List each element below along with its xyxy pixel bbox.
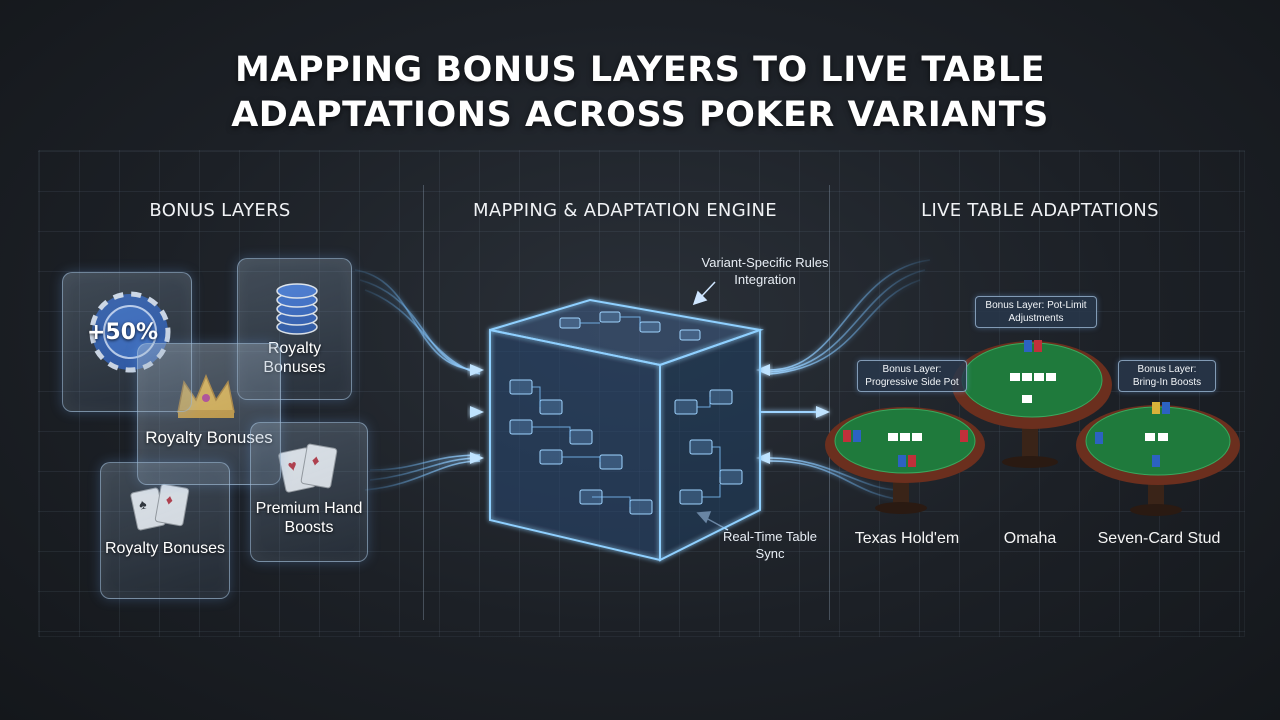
table-seven-card-stud — [1076, 405, 1240, 516]
column-heading-live-tables: LIVE TABLE ADAPTATIONS — [921, 200, 1159, 221]
table-chip-stacks — [843, 340, 1170, 467]
table-texas-holdem — [825, 407, 985, 514]
bonus-card-premium-hand[interactable]: Premium Hand Boosts — [250, 422, 368, 562]
playing-cards-icon-premium: ♥ ♦ — [278, 443, 338, 493]
column-heading-engine: MAPPING & ADAPTATION ENGINE — [473, 200, 777, 221]
bonus-card-royalty-crown[interactable]: Royalty Bonuses — [137, 343, 281, 485]
column-divider-right — [829, 185, 830, 620]
crown-icon — [177, 374, 235, 418]
bonus-card-royalty-cards[interactable]: Royalty Bonuses — [100, 462, 230, 599]
left-flow-lines — [354, 269, 481, 491]
variant-label-seven-card-stud: Seven-Card Stud — [1097, 530, 1221, 547]
royalty-bonuses-label-1: Royalty Bonuses — [263, 340, 326, 376]
svg-text:♠: ♠ — [137, 495, 148, 512]
svg-text:♦: ♦ — [310, 452, 321, 470]
column-heading-bonus-layers: BONUS LAYERS — [149, 200, 291, 221]
title-line-2: ADAPTATIONS ACROSS POKER VARIANTS — [231, 95, 1049, 135]
annotation-variant-rules: Variant-Specific Rules Integration — [701, 255, 829, 287]
table-omaha — [952, 341, 1112, 468]
royalty-bonuses-label-2: Royalty Bonuses — [145, 428, 273, 447]
left-arrows — [470, 364, 484, 464]
title-line-1: MAPPING BONUS LAYERS TO LIVE TABLE — [234, 50, 1046, 90]
tag-pot-limit-adjustments: Bonus Layer: Pot-Limit Adjustments — [975, 296, 1097, 328]
royalty-bonuses-label-3: Royalty Bonuses — [104, 540, 226, 557]
engine-cube — [489, 298, 764, 562]
chip-stack-icon — [276, 283, 318, 335]
variant-label-texas-holdem: Texas Hold'em — [854, 530, 960, 547]
bonus-card-royalty-top[interactable]: Royalty Bonuses — [237, 258, 352, 400]
annotation-table-sync: Real-Time Table Sync — [723, 529, 817, 561]
page-title: MAPPING BONUS LAYERS TO LIVE TABLE ADAPT… — [0, 48, 1280, 138]
right-flow-lines — [769, 259, 931, 501]
svg-text:♥: ♥ — [286, 457, 298, 475]
tag-progressive-side-pot: Bonus Layer: Progressive Side Pot — [857, 360, 967, 392]
svg-text:♦: ♦ — [165, 491, 175, 508]
engine-circuit-traces — [532, 316, 721, 507]
tag-bring-in-boosts: Bonus Layer: Bring-In Boosts — [1118, 360, 1216, 392]
engine-circuit-nodes — [509, 311, 743, 515]
output-arrow — [760, 406, 830, 418]
bonus-card-chip[interactable]: +50% — [62, 272, 192, 412]
premium-hand-boosts-label: Premium Hand Boosts — [255, 500, 363, 536]
column-divider-left — [423, 185, 424, 620]
playing-cards-icon-royalty: ♠ ♦ — [130, 483, 190, 531]
chip-percent-label: +50% — [87, 320, 159, 345]
variant-label-omaha: Omaha — [1003, 530, 1057, 547]
right-arrows — [756, 364, 770, 464]
